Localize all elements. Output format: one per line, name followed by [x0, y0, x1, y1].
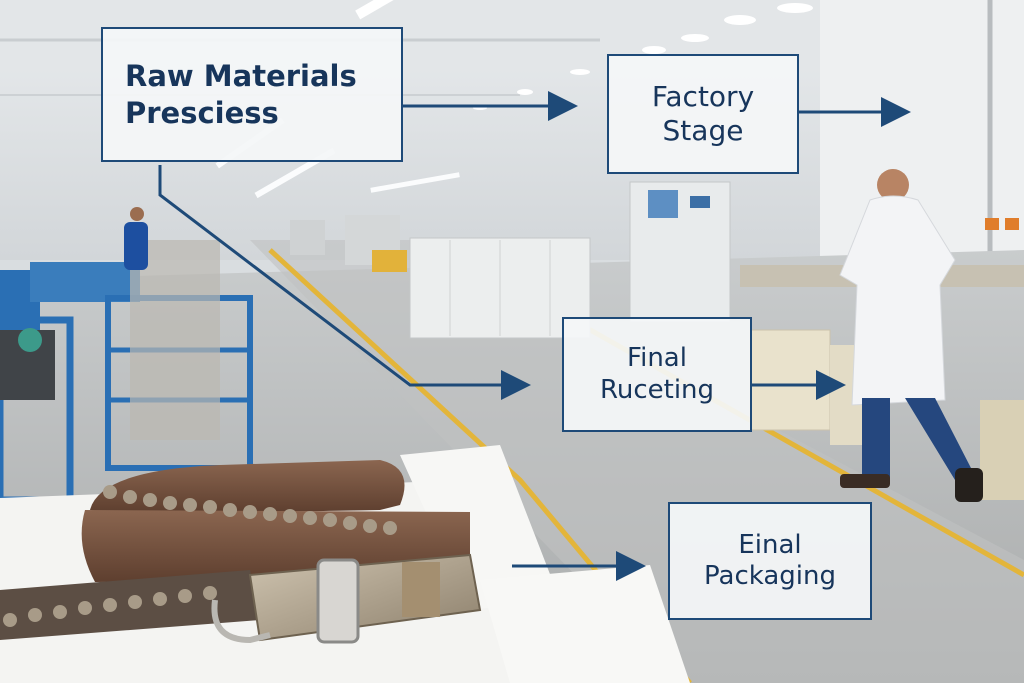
factory-stage-line1: Factory — [651, 80, 755, 114]
final-ruceting-line1: Final — [627, 343, 687, 374]
final-packaging-line1: Einal — [738, 529, 802, 560]
final-packaging-line2: Packaging — [704, 561, 836, 591]
raw-materials-line1: Raw Materials — [125, 59, 357, 94]
belt-buckle — [211, 553, 482, 644]
final-ruceting-line2: Ruceting — [599, 374, 715, 405]
final-packaging-label: Einal Packaging — [668, 502, 872, 620]
worker-lab-coat — [839, 169, 983, 502]
belt-studs — [103, 485, 397, 535]
raw-materials-line2: Presciess — [125, 95, 279, 130]
worker-left — [124, 207, 148, 270]
studded-belt-bottom — [0, 570, 260, 640]
factory-stage-line2: Stage — [662, 114, 744, 147]
final-ruceting-label: Final Ruceting — [562, 317, 752, 432]
factory-stage-label: Factory Stage — [607, 54, 799, 174]
raw-materials-label: Raw Materials Presciess — [101, 27, 403, 162]
